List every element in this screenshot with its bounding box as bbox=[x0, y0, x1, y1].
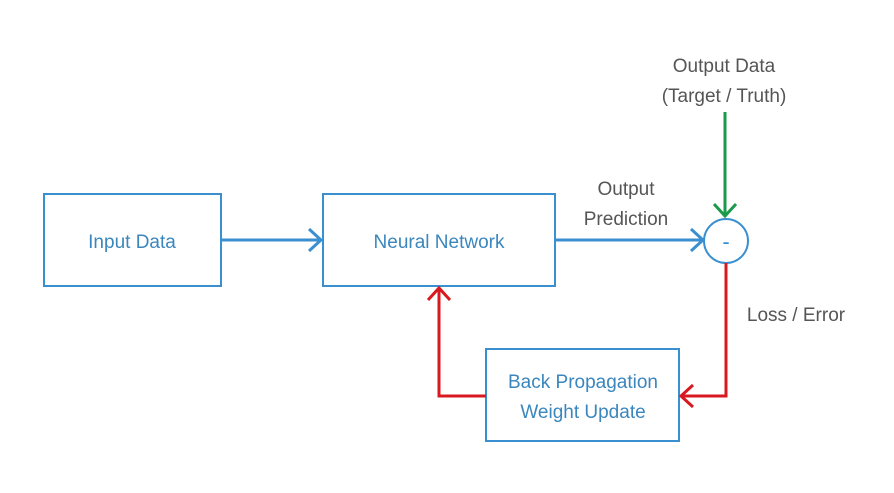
target-to-subtract-arrow bbox=[712, 112, 738, 219]
backprop-to-network-arrow bbox=[426, 285, 486, 398]
back-propagation-box bbox=[485, 348, 680, 442]
weight-update-label: Weight Update bbox=[520, 402, 645, 423]
loss-to-backprop-arrow bbox=[678, 263, 728, 409]
input-to-network-arrow bbox=[221, 227, 324, 253]
network-to-subtract-arrow bbox=[555, 227, 706, 253]
subtract-symbol: - bbox=[722, 229, 729, 254]
back-propagation-label: Back Propagation bbox=[508, 372, 658, 393]
target-truth-label: (Target / Truth) bbox=[662, 86, 787, 107]
input-data-label: Input Data bbox=[88, 232, 176, 253]
loss-error-label: Loss / Error bbox=[747, 305, 846, 326]
neural-network-label: Neural Network bbox=[374, 232, 505, 253]
output-label: Output bbox=[597, 179, 655, 200]
prediction-label: Prediction bbox=[584, 209, 669, 230]
output-data-label: Output Data bbox=[673, 56, 776, 77]
